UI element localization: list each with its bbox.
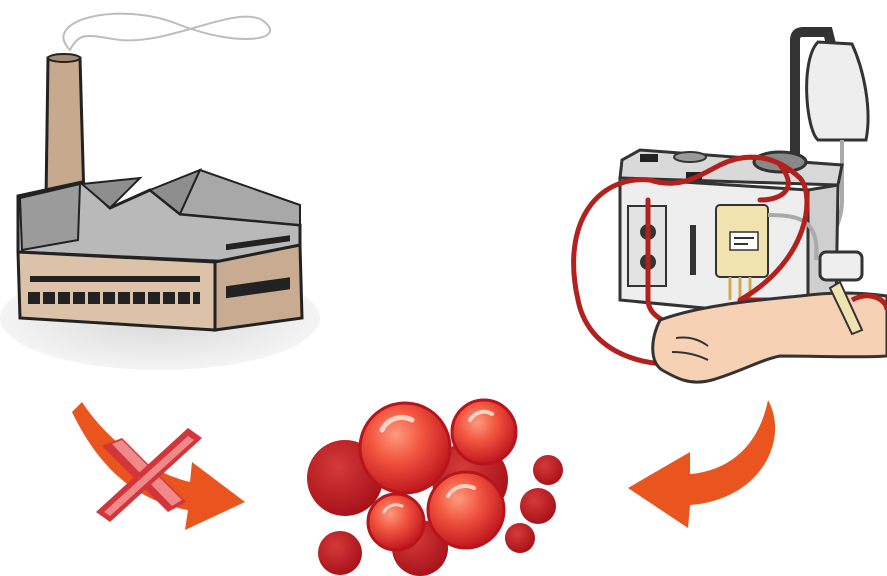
- apheresis-machine-icon: [574, 32, 887, 382]
- arrow-left-icon: [628, 400, 775, 528]
- chimney-icon: [46, 58, 84, 200]
- needle-tape-icon: [820, 252, 862, 280]
- blood-cells-icon: [307, 400, 563, 576]
- factory-icon: [0, 14, 320, 370]
- smoke-icon: [63, 14, 270, 50]
- iv-bag-icon: [807, 42, 868, 140]
- factory-front-wall: [18, 252, 215, 330]
